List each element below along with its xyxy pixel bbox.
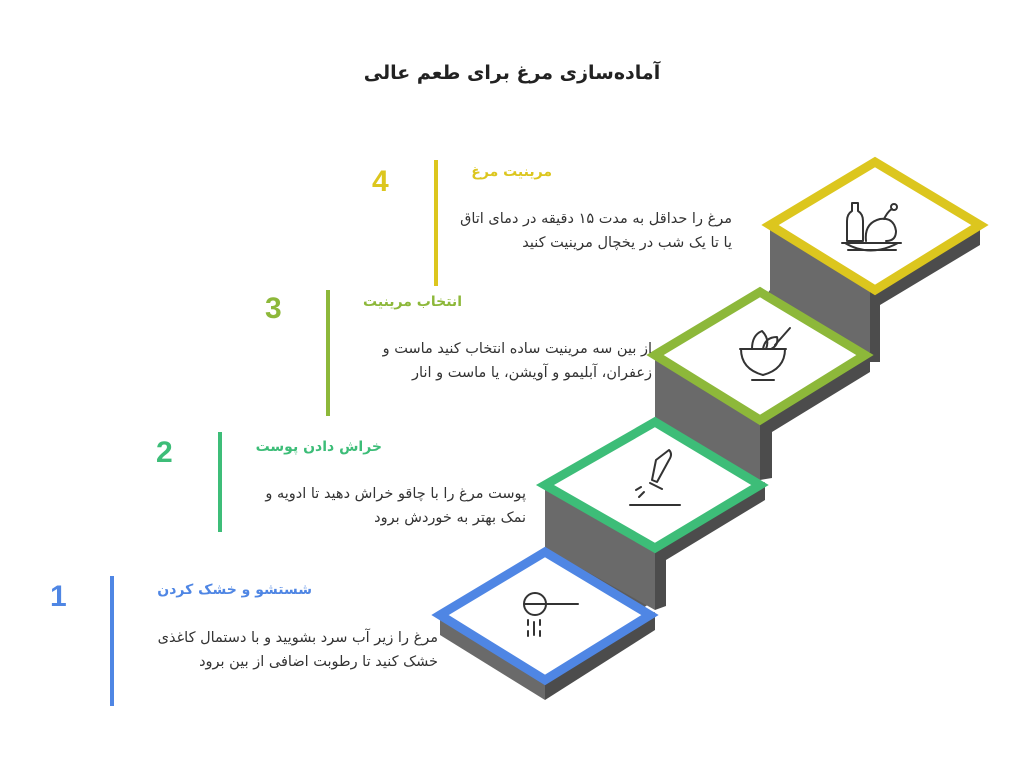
step4-stair-side: [770, 225, 870, 362]
step1-diamond: [431, 546, 659, 686]
step3-stair-side: [655, 355, 760, 480]
step4-stair-front: [870, 225, 980, 362]
step-number: 4: [372, 165, 389, 198]
step-heading: مرینیت مرغ: [471, 164, 552, 180]
page-title: آماده‌سازی مرغ برای طعم عالی: [363, 62, 661, 84]
step-divider: [218, 432, 222, 532]
step-divider: [434, 160, 438, 286]
mortar-bowl-icon: [739, 327, 791, 381]
step-description: پوست مرغ را با چاقو خراش دهید تا ادویه و…: [265, 486, 526, 526]
step-description: از بین سه مرینیت ساده انتخاب کنید ماست و…: [382, 341, 652, 381]
step3-stair-front: [760, 352, 870, 480]
step-divider: [110, 576, 114, 706]
step-description: مرغ را حداقل به مدت ۱۵ دقیقه در دمای اتا…: [460, 211, 732, 251]
step-number: 2: [156, 436, 173, 469]
step-divider: [326, 290, 330, 416]
step2-stair-side: [545, 485, 655, 610]
roast-chicken-icon: [841, 202, 902, 252]
step-heading: خراش دادن پوست: [255, 439, 382, 455]
step-heading: انتخاب مرینیت: [363, 294, 462, 310]
step3-diamond: [646, 286, 874, 426]
step-number: 1: [50, 580, 67, 613]
knife-icon: [629, 449, 681, 506]
step2-stair-front: [655, 482, 765, 610]
step4-diamond: [761, 156, 989, 296]
step-number: 3: [265, 292, 282, 325]
faucet-icon: [523, 592, 579, 637]
step-description: مرغ را زیر آب سرد بشویید و با دستمال کاغ…: [157, 630, 438, 670]
step-heading: شستشو و خشک کردن: [157, 582, 312, 598]
